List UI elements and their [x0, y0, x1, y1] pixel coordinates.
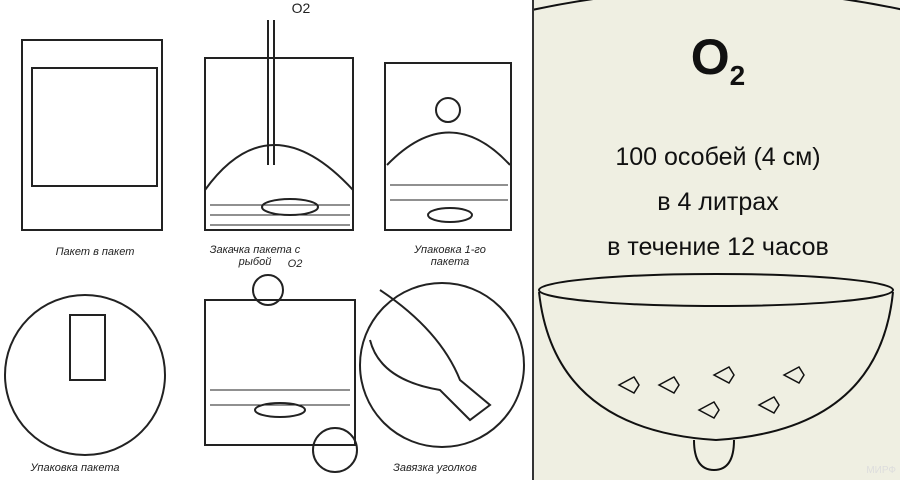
fish-icons	[617, 366, 805, 419]
caption-oxygen-fill: Закачка пакета с рыбой	[209, 244, 301, 268]
first-bag-packing-sketch	[384, 62, 512, 231]
bowl-rim	[538, 273, 894, 307]
hand-sketch	[693, 439, 735, 472]
o2-label: O2	[291, 0, 311, 16]
duration-line: в течение 12 часов	[607, 233, 829, 261]
bag-packing-circle-sketch	[4, 294, 166, 456]
oxygen-fill-sketch	[204, 20, 354, 231]
count-line: 100 особей (4 см)	[615, 143, 821, 171]
watermark-logo: МИРФ	[866, 465, 896, 476]
packing-sketches	[4, 20, 525, 473]
title-text: O	[690, 29, 730, 85]
bowl-sketch	[534, 0, 900, 472]
oxygen-title: O2	[534, 28, 900, 92]
caption-bag-in-bag: Пакет в пакет	[55, 246, 135, 258]
corner-tying-circle-sketch	[359, 282, 525, 448]
double-bag-sketch	[204, 274, 358, 473]
volume-line: в 4 литрах	[657, 188, 779, 216]
top-arc	[534, 0, 900, 11]
caption-oxygen: O2	[287, 258, 303, 270]
packing-steps-diagram: Пакет в пакет Закачка пакета с рыбой O2 …	[4, 0, 525, 474]
caption-first-bag: Упаковка 1-го пакета	[414, 244, 486, 268]
caption-corner-tying: Завязка уголков	[393, 462, 477, 474]
bowl-body	[538, 291, 894, 442]
title-subscript: 2	[729, 60, 746, 91]
caption-bag-packing: Упаковка пакета	[30, 462, 120, 474]
bag-in-bag-sketch	[21, 39, 163, 231]
fish-density-panel: O2 100 особей (4 см) в 4 литрах в течени…	[532, 0, 900, 480]
